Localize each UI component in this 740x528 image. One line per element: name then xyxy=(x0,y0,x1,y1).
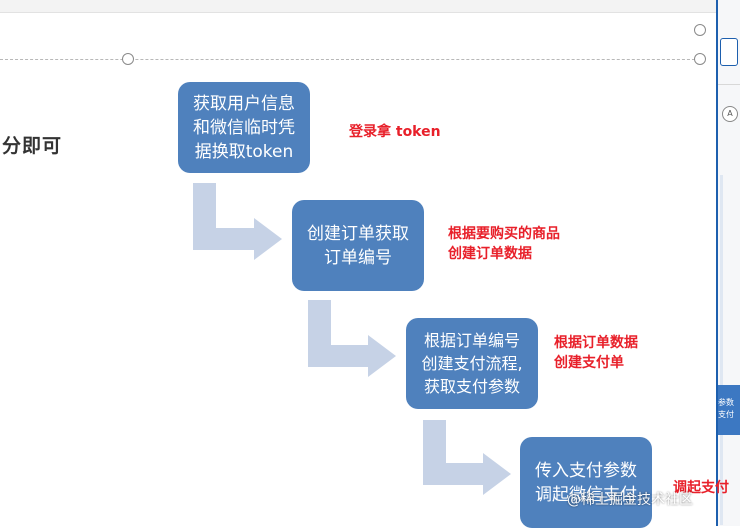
font-style-icon[interactable]: A xyxy=(722,106,738,122)
flow-step-box: 传入支付参数 调起微信支付 xyxy=(520,437,652,528)
resize-handle-top[interactable] xyxy=(122,53,134,65)
resize-handle-top-right[interactable] xyxy=(694,24,706,36)
watermark: @稀土掘金技术社区 xyxy=(567,492,693,508)
flow-step-box: 获取用户信息 和微信临时凭 据换取token xyxy=(178,82,310,173)
flow-step-box: 创建订单获取 订单编号 xyxy=(292,200,424,291)
flow-arrow-3 xyxy=(423,420,511,495)
top-toolbar-strip xyxy=(0,0,740,13)
panel-divider xyxy=(716,0,718,526)
flow-step-text: 创建订单获取 订单编号 xyxy=(307,223,409,268)
step-note: 根据要购买的商品 创建订单数据 xyxy=(448,226,560,262)
selection-dashed-line xyxy=(0,59,705,60)
flow-step-text: 根据订单编号 创建支付流程, 获取支付参数 xyxy=(421,331,523,396)
panel-button[interactable] xyxy=(720,38,738,66)
panel-separator xyxy=(718,84,740,85)
step-note: 登录拿 token xyxy=(349,124,441,140)
flow-arrow-1 xyxy=(193,183,282,260)
side-badge[interactable]: 参数 支付 xyxy=(718,385,740,435)
left-heading: 分即可 xyxy=(2,135,63,157)
resize-handle-right[interactable] xyxy=(694,53,706,65)
flow-step-text: 传入支付参数 调起微信支付 xyxy=(535,460,637,505)
panel-scroll-track[interactable] xyxy=(720,175,723,525)
side-badge-line: 参数 xyxy=(718,398,734,407)
step-note: 调起支付 xyxy=(673,480,729,496)
step-note: 根据订单数据 创建支付单 xyxy=(554,335,638,371)
side-badge-line: 支付 xyxy=(718,410,734,419)
flow-arrow-2 xyxy=(308,300,396,377)
flow-step-box: 根据订单编号 创建支付流程, 获取支付参数 xyxy=(406,318,538,409)
flow-step-text: 获取用户信息 和微信临时凭 据换取token xyxy=(193,93,295,162)
